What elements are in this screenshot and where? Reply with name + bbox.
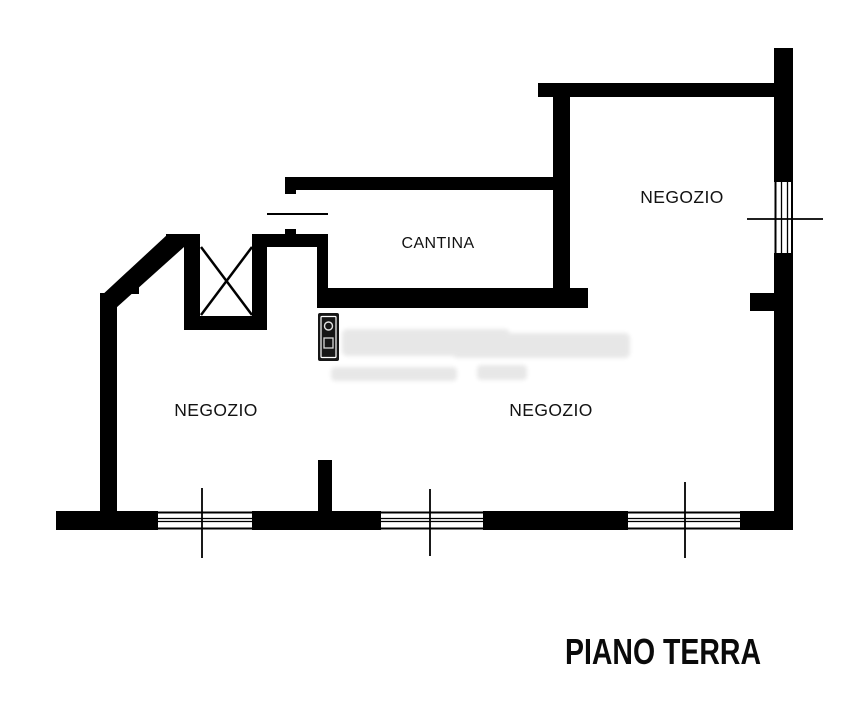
wall	[483, 511, 628, 530]
wall	[317, 288, 588, 308]
exterior-walls	[56, 48, 793, 530]
room-label-negozio-top-right: NEGOZIO	[640, 187, 724, 207]
watermark-logo-icon	[318, 313, 630, 381]
room-label-negozio-left: NEGOZIO	[174, 400, 258, 420]
wall	[750, 293, 774, 311]
shaft-bottom-wall	[184, 316, 267, 330]
wall	[774, 253, 793, 530]
wall	[285, 177, 553, 190]
stair-shaft	[184, 234, 267, 330]
wall	[538, 83, 793, 97]
wall	[285, 177, 296, 194]
wall	[285, 229, 296, 235]
wall	[317, 234, 328, 308]
watermark-faded-text	[331, 329, 630, 381]
shaft-right-wall	[252, 234, 267, 330]
window-bottom-left	[158, 488, 252, 558]
wall	[252, 511, 381, 530]
room-label-cantina: CANTINA	[401, 235, 474, 252]
wall	[100, 293, 117, 512]
room-label-negozio-bottom-center: NEGOZIO	[509, 400, 593, 420]
interior-walls	[166, 85, 774, 512]
wall	[252, 234, 328, 247]
stair-x-icon	[200, 246, 253, 316]
window-bottom-right	[628, 482, 740, 558]
wall	[318, 460, 332, 512]
shaft-left-wall	[184, 234, 200, 330]
wall	[774, 48, 793, 182]
window-bottom-center	[381, 489, 483, 556]
diagonal-wall	[100, 234, 184, 308]
room-labels: NEGOZIO CANTINA NEGOZIO NEGOZIO	[174, 187, 724, 420]
wall	[56, 511, 158, 530]
wall	[740, 511, 793, 530]
plan-title: PIANO TERRA	[565, 631, 761, 672]
wall	[553, 85, 570, 308]
window-right-wall	[747, 182, 823, 253]
